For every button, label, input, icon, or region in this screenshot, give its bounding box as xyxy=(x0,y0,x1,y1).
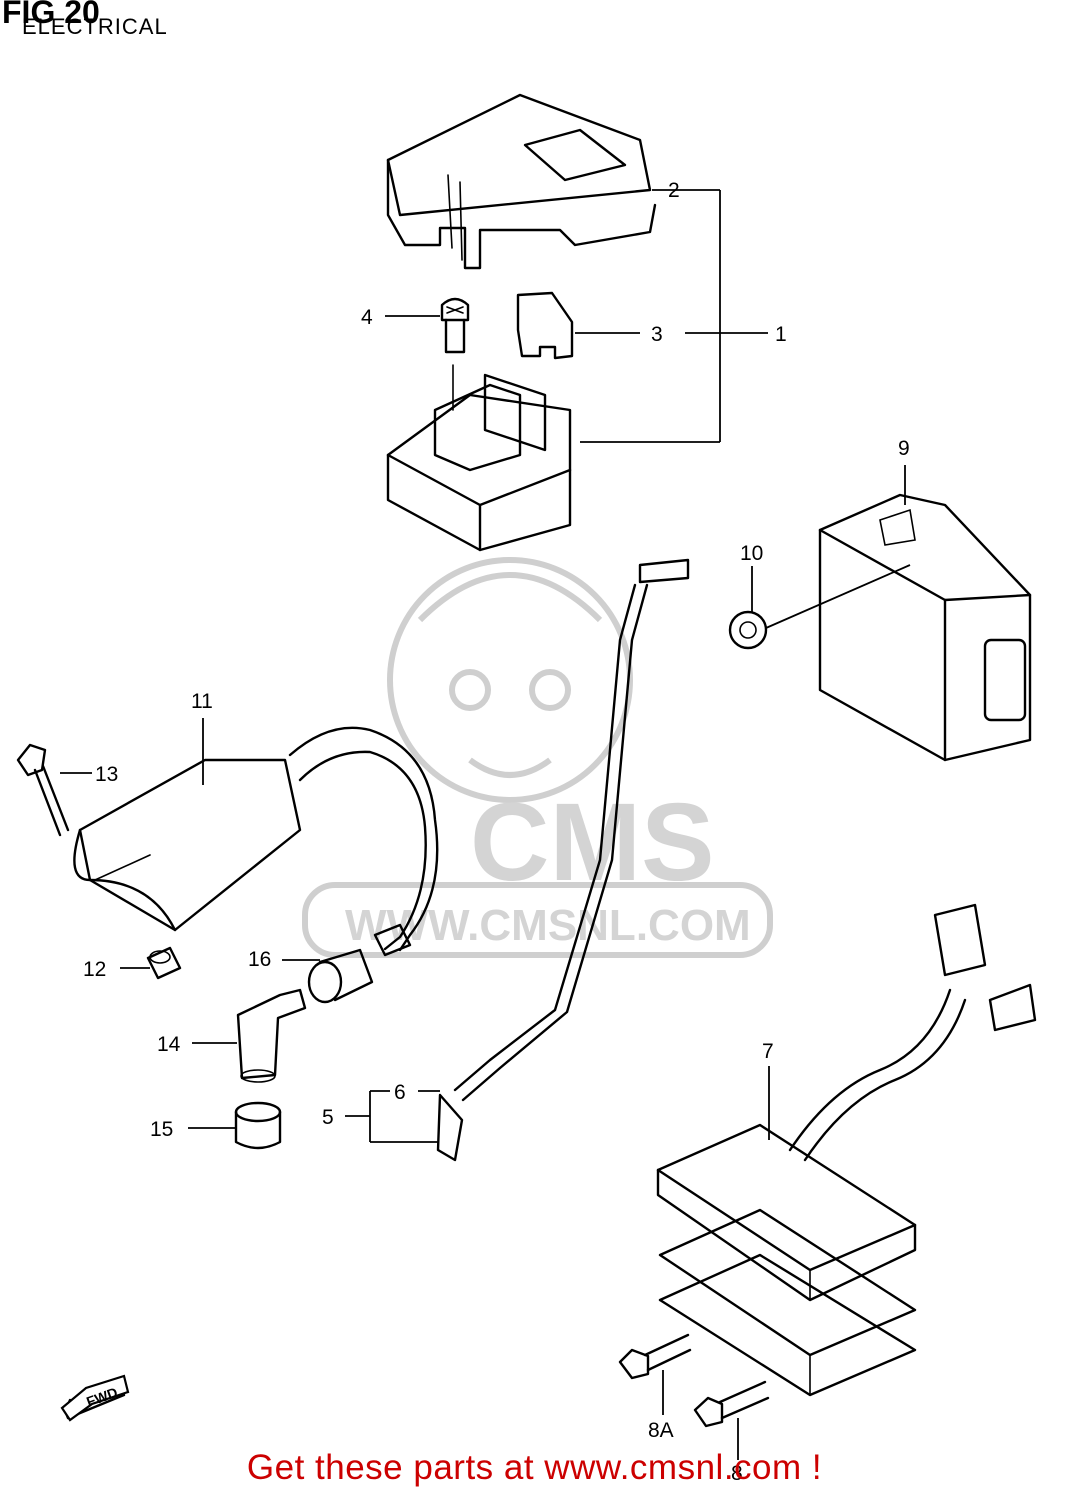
callout-9: 9 xyxy=(898,437,910,460)
callout-10: 10 xyxy=(740,542,763,565)
callout-13: 13 xyxy=(95,763,118,786)
callout-6: 6 xyxy=(394,1081,406,1104)
watermark-logo: CMS WWW.CMSNL.COM xyxy=(302,557,773,958)
part-regulator-rectifier xyxy=(656,903,1037,1397)
callout-labels: 2 1 3 4 9 10 11 13 12 16 14 15 6 5 7 8A … xyxy=(83,179,910,1485)
part-bolt-13 xyxy=(16,743,70,837)
part-plug-cap-16 xyxy=(307,948,374,1004)
part-cap-sleeve xyxy=(234,1101,282,1150)
callout-14: 14 xyxy=(157,1033,181,1056)
callout-1: 1 xyxy=(775,323,787,346)
leader-lines xyxy=(60,189,911,1460)
figure-title: FIG 20 xyxy=(2,0,100,30)
part-fuse xyxy=(516,291,574,360)
callout-5: 5 xyxy=(322,1106,334,1129)
callout-3: 3 xyxy=(651,323,663,346)
part-nut xyxy=(728,610,768,650)
fwd-arrow-icon: FWD xyxy=(60,1374,130,1422)
callout-12: 12 xyxy=(83,958,106,981)
part-bolt-8 xyxy=(693,1380,770,1428)
callout-11: 11 xyxy=(191,690,213,713)
part-spark-plug-cap xyxy=(236,988,307,1083)
part-bolt-8a xyxy=(618,1333,692,1380)
part-screw xyxy=(440,297,470,354)
callout-16: 16 xyxy=(248,948,271,971)
part-ignition-coil xyxy=(73,726,439,957)
callout-7: 7 xyxy=(762,1040,774,1063)
callout-8a: 8A xyxy=(648,1419,674,1442)
part-starter-relay xyxy=(386,364,572,552)
callout-4: 4 xyxy=(361,306,373,329)
part-spacer-12 xyxy=(146,946,182,980)
section-title: ELECTRICAL xyxy=(22,14,168,39)
watermark-url: WWW.CMSNL.COM xyxy=(345,901,751,950)
footer-link[interactable]: Get these parts at www.cmsnl.com ! xyxy=(246,1448,823,1487)
callout-8: 8 xyxy=(731,1462,743,1485)
part-control-unit xyxy=(818,493,1032,762)
callout-2: 2 xyxy=(668,179,680,202)
part-battery-cable xyxy=(436,558,690,1162)
part-cover xyxy=(386,93,657,270)
callout-15: 15 xyxy=(150,1118,173,1141)
